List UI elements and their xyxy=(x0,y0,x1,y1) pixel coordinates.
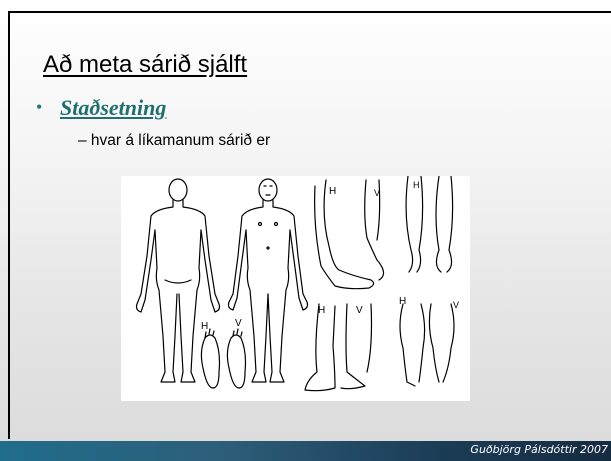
svg-text:V: V xyxy=(356,305,363,316)
legs-side-upper: H V H xyxy=(315,176,453,289)
bullet-staðsetning: Staðsetning xyxy=(60,95,166,121)
sub-bullet: – hvar á líkamanum sárið er xyxy=(78,132,270,150)
svg-text:V: V xyxy=(453,300,459,310)
footer-author: Guðbjörg Pálsdóttir 2007 xyxy=(470,443,608,456)
slide-title: Að meta sárið sjálft xyxy=(43,51,247,79)
body-front-figure xyxy=(229,179,308,382)
body-back-figure xyxy=(137,179,220,382)
footer-bar: Guðbjörg Pálsdóttir 2007 xyxy=(0,441,611,461)
svg-text:H: H xyxy=(413,180,420,190)
svg-text:V: V xyxy=(235,318,242,329)
svg-text:H: H xyxy=(201,321,208,332)
feet-soles: H V xyxy=(201,318,246,388)
body-diagram: H V H V H H xyxy=(121,176,470,401)
legs-lower: H V H V xyxy=(305,296,459,391)
svg-text:H: H xyxy=(329,186,336,197)
bullet-marker: • xyxy=(36,97,42,118)
